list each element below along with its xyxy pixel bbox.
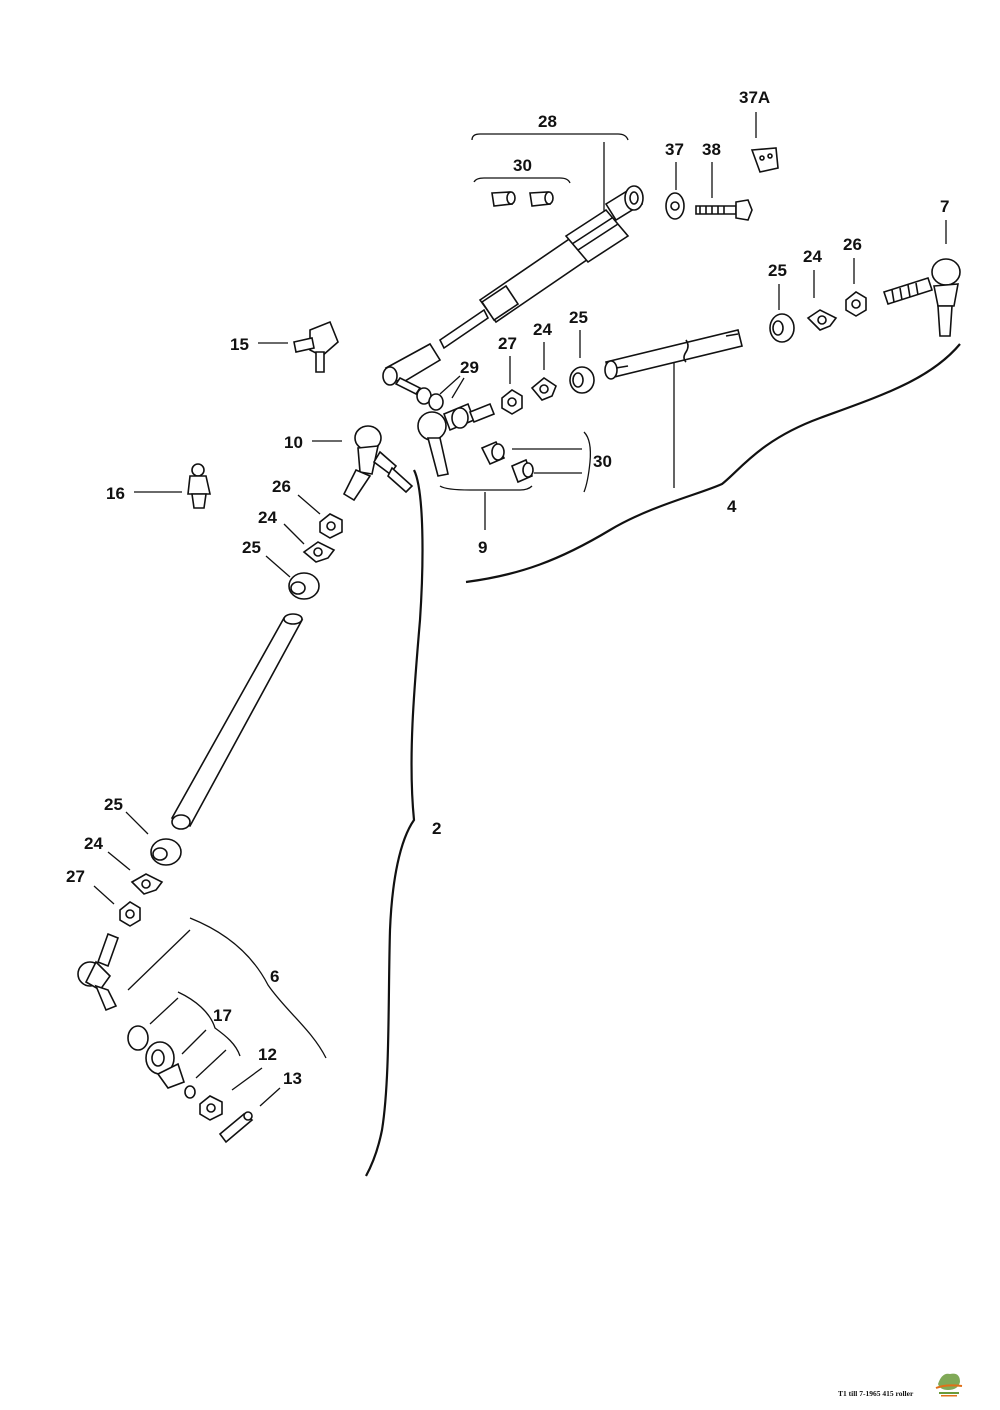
label-2: 2 xyxy=(432,819,441,838)
label-25-left-bottom: 25 xyxy=(104,795,123,814)
cotter-pin-13 xyxy=(218,1111,254,1144)
bracket-clip-37A xyxy=(750,147,779,173)
bush-25-left-bottom xyxy=(150,838,182,866)
tie-rod-2 xyxy=(170,613,304,830)
diagram-caption: T1 till 7-1965 415 roller xyxy=(838,1389,914,1398)
tie-rod-4 xyxy=(604,329,743,380)
label-26-left: 26 xyxy=(272,477,291,496)
nut-26-right xyxy=(845,291,867,317)
label-27-mid: 27 xyxy=(498,334,517,353)
label-27-left-bottom: 27 xyxy=(66,867,85,886)
label-37: 37 xyxy=(665,140,684,159)
label-15: 15 xyxy=(230,335,249,354)
tie-rod-end-10 xyxy=(342,425,414,502)
label-25-right: 25 xyxy=(768,261,787,280)
label-24-right: 24 xyxy=(803,247,822,266)
label-24-mid: 24 xyxy=(533,320,552,339)
label-25-mid: 25 xyxy=(569,308,588,327)
label-29: 29 xyxy=(460,358,479,377)
castle-nut-12 xyxy=(199,1095,223,1121)
steering-damper-28 xyxy=(382,185,644,386)
drag-link-end-9 xyxy=(417,402,496,477)
tie-rod-end-7 xyxy=(882,258,961,337)
company-logo-icon xyxy=(935,1373,963,1397)
brace-2 xyxy=(365,469,424,1177)
label-9: 9 xyxy=(478,538,487,557)
bushings-30-top xyxy=(491,191,554,207)
label-4: 4 xyxy=(727,497,737,516)
lock-washer-24-right xyxy=(806,309,838,331)
label-25-left-top: 25 xyxy=(242,538,261,557)
lock-washer-24-left-top xyxy=(302,541,336,563)
label-38: 38 xyxy=(702,140,721,159)
star-washer-37 xyxy=(665,192,685,220)
bush-25-right xyxy=(769,313,795,343)
bush-25-mid xyxy=(569,366,595,394)
bracket-9 xyxy=(439,485,533,491)
label-10: 10 xyxy=(284,433,303,452)
nut-26-left xyxy=(319,513,343,539)
label-30-top: 30 xyxy=(513,156,532,175)
label-26-right: 26 xyxy=(843,235,862,254)
bracket-28 xyxy=(471,133,629,141)
label-6: 6 xyxy=(270,967,279,986)
label-12: 12 xyxy=(258,1045,277,1064)
bushings-29 xyxy=(394,376,444,411)
label-37A: 37A xyxy=(739,88,770,107)
grease-nipple-16 xyxy=(187,463,211,509)
grease-fitting-15 xyxy=(293,320,339,373)
bolt-38 xyxy=(695,199,753,221)
label-13: 13 xyxy=(283,1069,302,1088)
nut-27-left-bottom xyxy=(119,901,141,927)
label-28: 28 xyxy=(538,112,557,131)
nut-27-mid xyxy=(501,389,523,415)
lock-washer-24-left-bottom xyxy=(130,873,164,895)
seal-kit-17 xyxy=(127,1025,196,1099)
label-24-left-top: 24 xyxy=(258,508,277,527)
brace-4 xyxy=(465,343,961,584)
bush-25-left-top xyxy=(288,572,320,600)
label-7: 7 xyxy=(940,197,949,216)
label-24-left-bottom: 24 xyxy=(84,834,103,853)
bracket-6 xyxy=(189,917,327,1059)
label-16: 16 xyxy=(106,484,125,503)
label-30-lower: 30 xyxy=(593,452,612,471)
bracket-17 xyxy=(177,991,241,1057)
bracket-30-top xyxy=(473,177,571,184)
lock-washer-24-mid xyxy=(530,377,557,401)
bushings-30-lower xyxy=(480,440,534,484)
tie-rod-end-6 xyxy=(77,932,120,1012)
label-17: 17 xyxy=(213,1006,232,1025)
